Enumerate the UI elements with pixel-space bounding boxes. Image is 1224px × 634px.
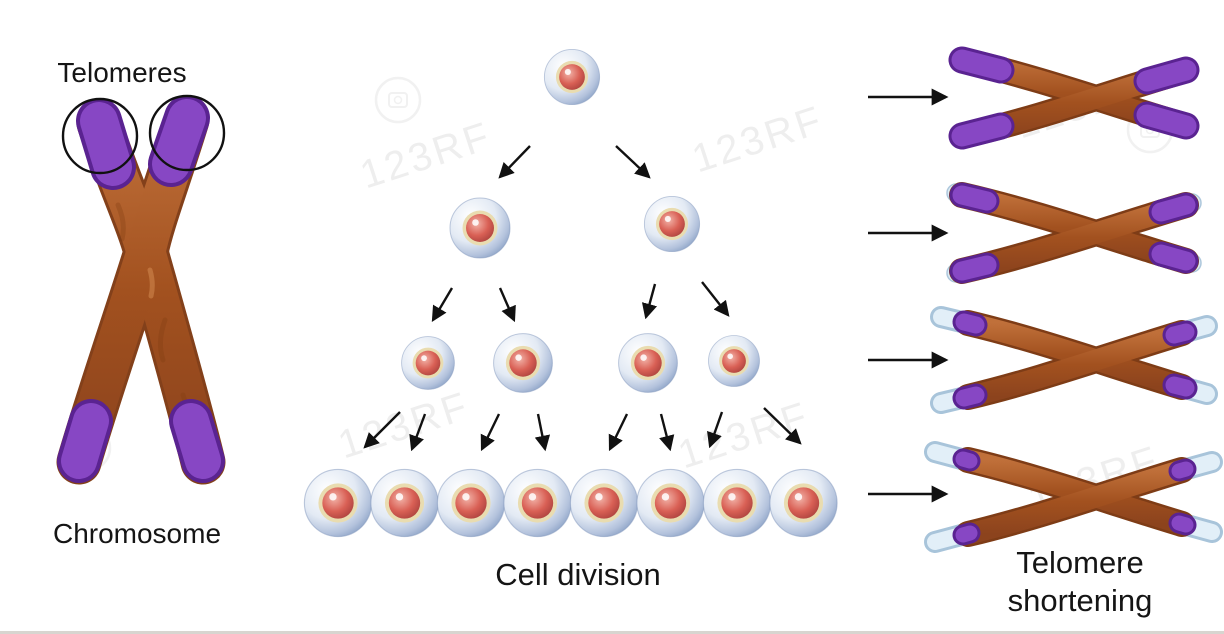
division-arrow <box>701 281 730 317</box>
cell-gen2 <box>449 197 511 259</box>
telomere-cap <box>1171 515 1194 533</box>
division-arrow <box>431 287 454 323</box>
telomere-shortening-label-line1: Telomere <box>1016 545 1144 580</box>
division-arrow <box>498 145 531 179</box>
telomeres-label: Telomeres <box>57 57 186 88</box>
telomere-cap <box>61 403 109 479</box>
telomere-cap <box>1171 461 1194 479</box>
cell-division-label: Cell division <box>495 557 660 592</box>
chromosome-label: Chromosome <box>53 518 221 549</box>
telomere-cap <box>955 313 985 334</box>
telomere-cap <box>1151 244 1196 271</box>
telomere-cap <box>952 255 997 281</box>
chromosome-stage-4 <box>924 441 1223 553</box>
division-arrow <box>615 145 651 179</box>
division-arrow <box>659 413 675 452</box>
telomere-cap <box>952 185 997 211</box>
division-arrow <box>763 407 802 445</box>
telomere-shortening-label-line2: shortening <box>1008 583 1153 618</box>
telomere-cap <box>955 525 978 543</box>
cell-gen4 <box>503 468 572 538</box>
chromosome-stage-3 <box>930 306 1218 414</box>
telomere-highlight-circle <box>61 97 139 175</box>
watermark-text: 123RF <box>333 384 475 468</box>
telomere-cap <box>1151 195 1196 222</box>
cell-gen4 <box>370 468 439 538</box>
cell-gen3 <box>493 333 553 393</box>
telomere-cap <box>1136 104 1197 137</box>
chromosome-texture <box>147 267 155 299</box>
cell-gen4 <box>636 468 705 538</box>
division-arrow <box>641 283 658 320</box>
telomere-cap <box>173 403 221 479</box>
cell-gen4 <box>702 468 772 538</box>
division-arrow <box>707 411 724 449</box>
watermark-text: 123RF <box>355 114 497 198</box>
chromosome-stage-1 <box>948 46 1200 150</box>
cell-gen1 <box>543 48 601 106</box>
division-arrow <box>480 413 501 452</box>
telomere-cap <box>951 115 1012 147</box>
cell-gen4 <box>303 468 373 538</box>
cell-gen4 <box>436 468 506 538</box>
division-arrow <box>534 413 551 452</box>
cell-gen4 <box>569 468 639 538</box>
telomere-cap <box>1136 59 1197 92</box>
telomere-cap <box>955 451 978 469</box>
telomere-highlight-circle <box>148 94 226 172</box>
cell-gen3 <box>618 333 678 393</box>
division-arrow <box>608 413 629 452</box>
cell-division-tree: Cell division <box>303 48 838 592</box>
cell-gen3 <box>708 335 760 387</box>
chromosome-stage-2 <box>946 182 1202 284</box>
watermark-logo <box>374 76 422 124</box>
telomere-shortening-panel: Telomere shortening <box>868 46 1223 618</box>
telomere-cap <box>1165 376 1195 397</box>
telomere-cap <box>152 99 206 183</box>
cell-gen2 <box>643 195 701 253</box>
cell-gen3 <box>401 336 455 390</box>
chromosome-illustration: Telomeres Chromosome <box>53 57 226 549</box>
cell-gen4 <box>769 468 838 538</box>
division-arrow <box>498 287 516 323</box>
chromosome-texture <box>115 202 126 242</box>
watermark-text: 123RF <box>687 98 829 182</box>
telomere-cap <box>951 49 1012 81</box>
chromosome-texture <box>157 317 168 363</box>
telomere-cap <box>80 102 132 186</box>
division-arrow <box>363 411 401 449</box>
telomere-cap <box>1165 323 1195 344</box>
telomere-cap <box>955 386 985 407</box>
division-arrow <box>409 413 427 452</box>
